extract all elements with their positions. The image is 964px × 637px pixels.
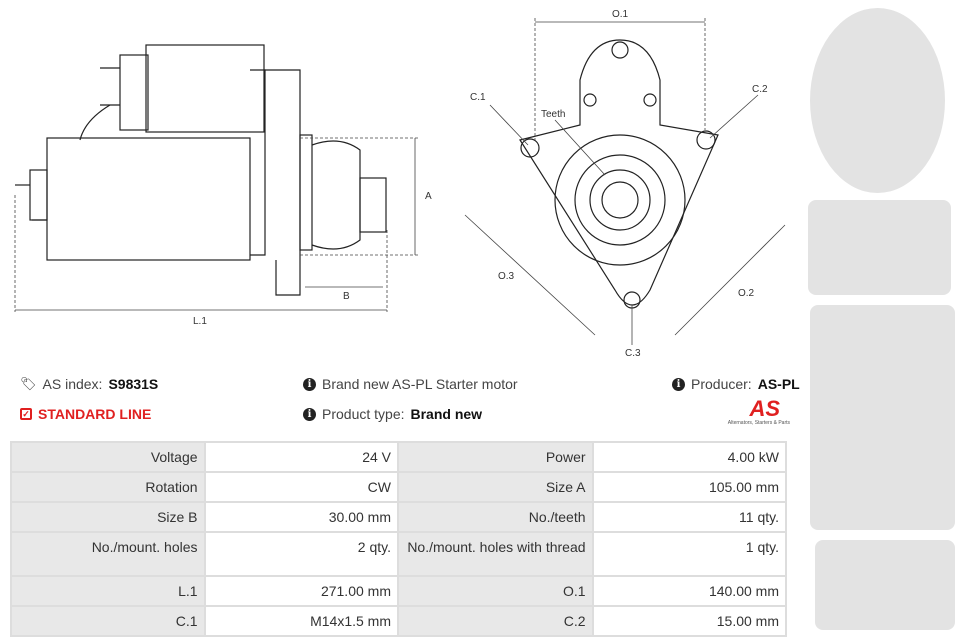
dim-c2-label: C.2 bbox=[752, 84, 768, 95]
info-icon: i bbox=[303, 377, 316, 391]
tags-icon: 🏷 bbox=[20, 376, 37, 391]
technical-drawing: A B L.1 O.1 C.1 C.2 Teeth O.3 O.2 C.3 bbox=[14, 9, 786, 359]
spec-label: Power bbox=[397, 441, 594, 473]
front-view-drawing bbox=[519, 39, 719, 309]
spec-label: C.2 bbox=[397, 605, 594, 637]
front-view-dimensions bbox=[464, 18, 786, 345]
as-pl-logo: AS Alternators, Starters & Parts bbox=[715, 396, 790, 427]
spec-value: 4.00 kW bbox=[591, 441, 788, 473]
dim-b-label: B bbox=[343, 291, 350, 302]
spec-value: 15.00 mm bbox=[591, 605, 788, 637]
spec-value: 2 qty. bbox=[203, 531, 400, 577]
spec-value: M14x1.5 mm bbox=[203, 605, 400, 637]
spec-label: Voltage bbox=[10, 441, 206, 473]
dim-o3-label: O.3 bbox=[498, 271, 515, 282]
spec-label: Size A bbox=[397, 471, 594, 503]
spec-value: 30.00 mm bbox=[203, 501, 400, 533]
spec-value: 105.00 mm bbox=[591, 471, 788, 503]
description: i Brand new AS-PL Starter motor bbox=[303, 376, 518, 392]
spec-label: No./mount. holes with thread bbox=[397, 531, 594, 577]
spec-value: 140.00 mm bbox=[591, 575, 788, 607]
as-index-value: S9831S bbox=[108, 376, 159, 392]
as-index: 🏷 AS index: S9831S bbox=[20, 376, 158, 392]
producer: i Producer: AS-PL bbox=[672, 376, 800, 392]
spec-value: 11 qty. bbox=[591, 501, 788, 533]
as-index-label: AS index: bbox=[42, 376, 103, 392]
dim-c1-label: C.1 bbox=[470, 92, 486, 103]
product-type-label: Product type: bbox=[322, 406, 405, 422]
spec-label: Rotation bbox=[10, 471, 206, 503]
dim-a-label: A bbox=[425, 191, 432, 202]
description-text: Brand new AS-PL Starter motor bbox=[322, 376, 518, 392]
teeth-label: Teeth bbox=[541, 109, 565, 120]
side-view-drawing bbox=[15, 44, 387, 296]
spec-label: O.1 bbox=[397, 575, 594, 607]
dim-o1-label: O.1 bbox=[612, 9, 629, 20]
product-photo-rear[interactable] bbox=[810, 305, 955, 530]
checkbox-icon: ✓ bbox=[20, 408, 32, 420]
product-photo-top[interactable] bbox=[815, 540, 955, 630]
standard-line-label: STANDARD LINE bbox=[38, 406, 152, 422]
spec-value: CW bbox=[203, 471, 400, 503]
producer-value: AS-PL bbox=[757, 376, 800, 392]
logo-tagline: Alternators, Starters & Parts bbox=[727, 420, 790, 426]
logo-mark: AS bbox=[749, 396, 780, 421]
spec-value: 24 V bbox=[203, 441, 400, 473]
dim-o2-label: O.2 bbox=[738, 288, 755, 299]
product-type: i Product type: Brand new bbox=[303, 406, 482, 422]
spec-value: 1 qty. bbox=[591, 531, 788, 577]
product-photo-front[interactable] bbox=[810, 8, 945, 193]
product-photo-side[interactable] bbox=[808, 200, 951, 295]
dim-c3-label: C.3 bbox=[625, 348, 641, 359]
spec-label: Size B bbox=[10, 501, 206, 533]
info-icon: i bbox=[303, 407, 316, 421]
dim-l1-label: L.1 bbox=[193, 316, 207, 327]
spec-label: No./teeth bbox=[397, 501, 594, 533]
spec-label: No./mount. holes bbox=[10, 531, 206, 577]
standard-line-badge: ✓ STANDARD LINE bbox=[20, 406, 151, 422]
spec-label: C.1 bbox=[10, 605, 206, 637]
spec-label: L.1 bbox=[10, 575, 206, 607]
producer-label: Producer: bbox=[691, 376, 752, 392]
spec-value: 271.00 mm bbox=[203, 575, 400, 607]
side-view-dimensions bbox=[14, 137, 418, 312]
product-type-value: Brand new bbox=[410, 406, 483, 422]
info-icon: i bbox=[672, 377, 685, 391]
